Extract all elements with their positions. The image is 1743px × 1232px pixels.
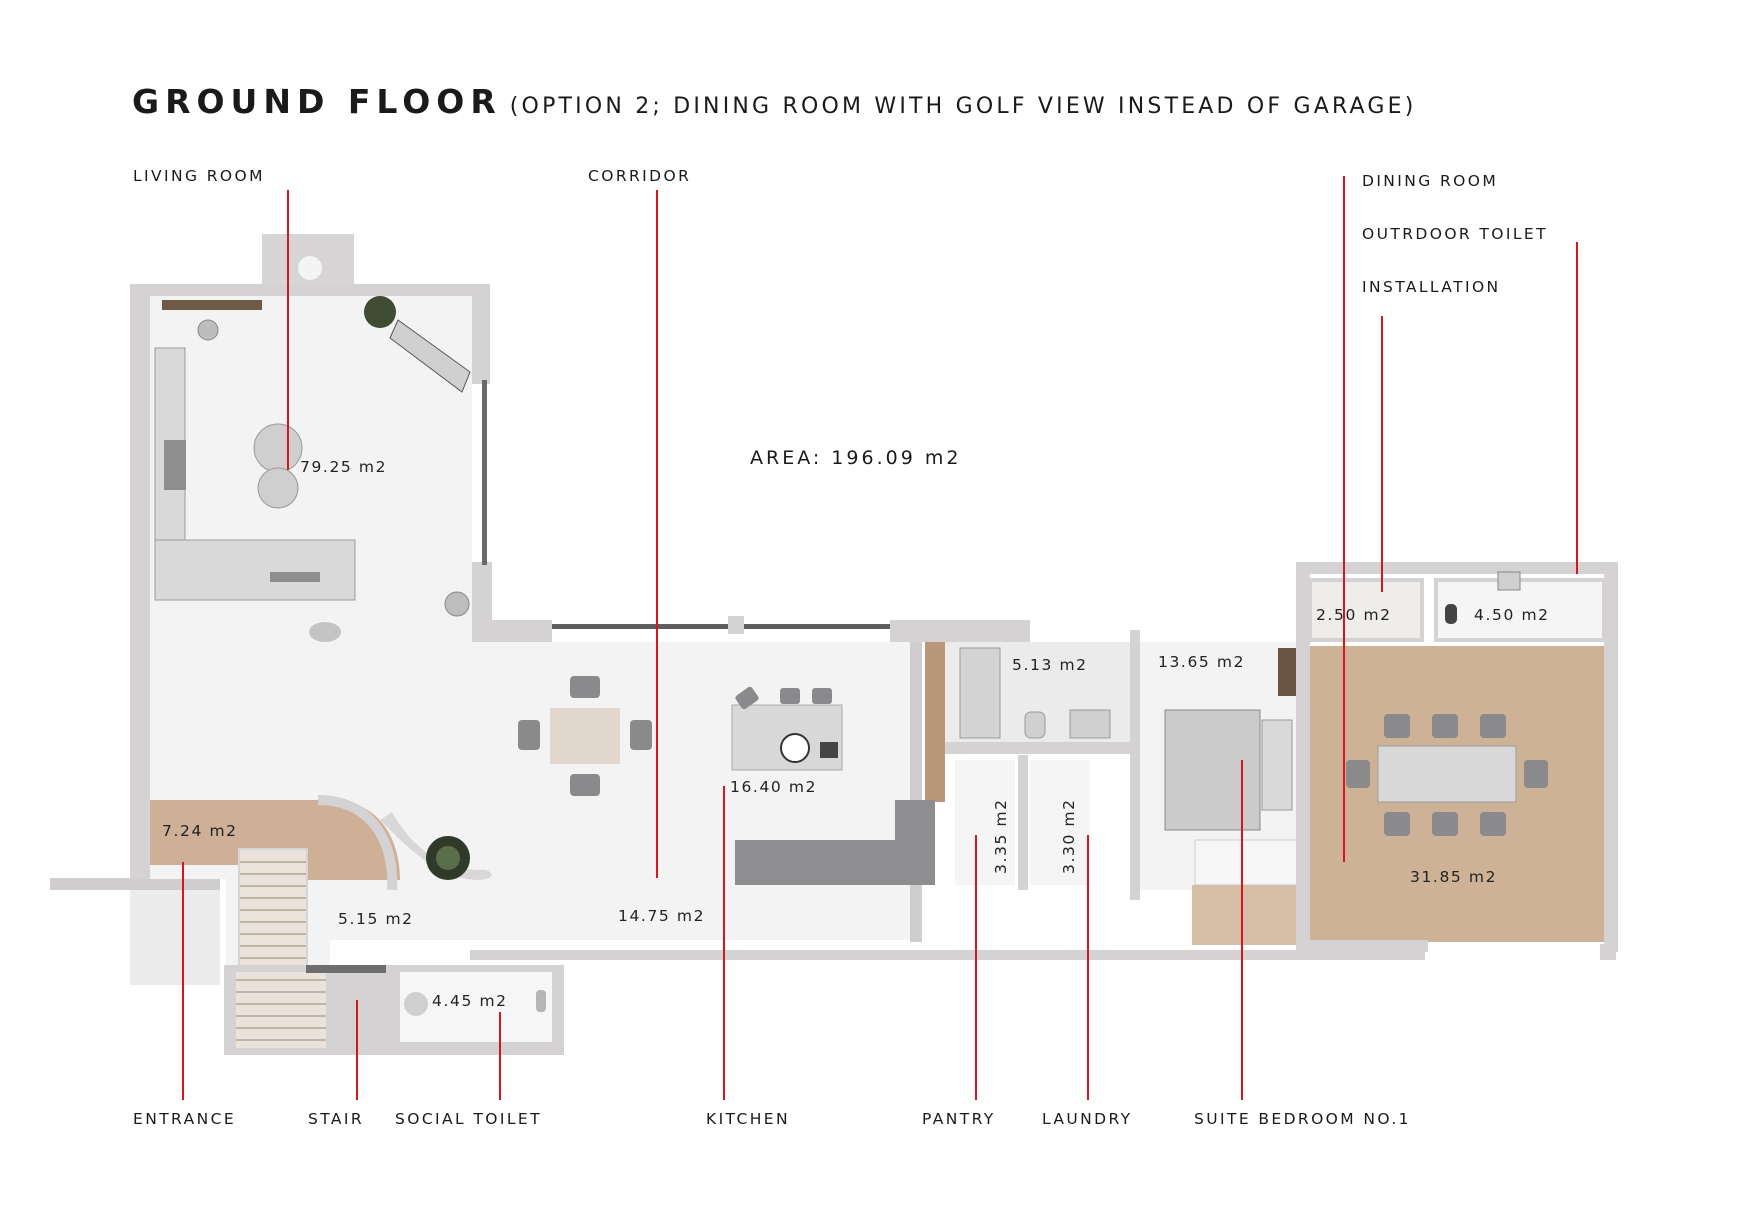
east-wall-south xyxy=(1296,940,1428,952)
living-glazing-east xyxy=(482,380,487,565)
toilet-basin-icon xyxy=(404,992,428,1016)
area-outdoor-toilet: 4.50 m2 xyxy=(1474,606,1550,624)
entrance-step-wall xyxy=(50,878,220,890)
area-kitchen: 16.40 m2 xyxy=(730,778,818,796)
coffee-table xyxy=(253,423,303,473)
area-laundry: 3.30 m2 xyxy=(1060,798,1078,874)
cushion xyxy=(164,440,186,490)
area-bedroom: 13.65 m2 xyxy=(1158,653,1246,671)
label-entrance: ENTRANCE xyxy=(133,1110,237,1128)
kitchen-stools xyxy=(735,686,832,710)
label-kitchen: KITCHEN xyxy=(706,1110,790,1128)
east-wall-west xyxy=(1296,562,1310,952)
wc-icon xyxy=(1024,711,1046,739)
living-wall-east-top xyxy=(472,284,490,384)
title-subtitle: (OPTION 2; DINING ROOM WITH GOLF VIEW IN… xyxy=(509,94,1417,119)
label-suite-bedroom: SUITE BEDROOM NO.1 xyxy=(1194,1110,1411,1128)
label-outdoor-toilet: OUTRDOOR TOILET xyxy=(1362,225,1548,243)
tv-unit xyxy=(162,300,262,310)
label-living-room: LIVING ROOM xyxy=(133,167,265,185)
kitchen-wood-panel xyxy=(925,642,945,802)
leader-lines xyxy=(182,176,1578,1100)
dining-chairs xyxy=(1346,714,1548,836)
hob-icon xyxy=(820,742,838,758)
ottoman xyxy=(309,622,341,642)
bed xyxy=(1164,709,1261,831)
south-wall xyxy=(470,950,1425,960)
living-wall-north xyxy=(130,284,490,296)
entrance-curved-wall xyxy=(317,795,398,891)
east-wall-east xyxy=(1604,562,1618,952)
cushion xyxy=(270,572,320,582)
east-corner-post xyxy=(1600,944,1616,960)
east-wall-north xyxy=(1296,562,1616,574)
label-pantry: PANTRY xyxy=(922,1110,996,1128)
wardrobe xyxy=(1194,839,1301,886)
area-social-toilet: 4.45 m2 xyxy=(432,992,508,1010)
area-corridor: 14.75 m2 xyxy=(618,907,706,925)
total-area: AREA: 196.09 m2 xyxy=(750,447,962,469)
corridor-chairs xyxy=(518,676,652,796)
stair-treads xyxy=(240,850,306,970)
area-living-room: 79.25 m2 xyxy=(300,458,388,476)
sink-icon xyxy=(780,733,810,763)
outdoor-toilet-room xyxy=(1434,578,1606,642)
handrail xyxy=(306,965,386,973)
area-installation: 2.50 m2 xyxy=(1316,606,1392,624)
entrance-wood-floor xyxy=(150,800,400,880)
installation-room xyxy=(1308,578,1424,642)
dining-table xyxy=(1377,745,1517,803)
entrance-porch xyxy=(130,890,220,985)
pillows xyxy=(1261,719,1293,811)
tv-screen xyxy=(389,319,471,393)
lamp-icon xyxy=(197,319,219,341)
label-dining-room: DINING ROOM xyxy=(1362,172,1499,190)
pantry-floor xyxy=(955,760,1015,885)
page-title: GROUND FLOOR (OPTION 2; DINING ROOM WITH … xyxy=(132,82,1417,121)
bedroom-wall-west xyxy=(1130,630,1140,900)
lower-stair-run xyxy=(236,972,326,1048)
desk xyxy=(1278,648,1298,696)
kitchen-counter-side xyxy=(895,800,935,885)
kitchen-wall-east xyxy=(910,642,922,942)
title-main: GROUND FLOOR xyxy=(132,82,502,121)
plant-icon xyxy=(364,296,396,328)
label-stair: STAIR xyxy=(308,1110,365,1128)
living-wall-west xyxy=(130,284,150,879)
mullion xyxy=(728,616,744,634)
laundry-floor xyxy=(1030,760,1090,885)
sofa-bottom xyxy=(154,539,356,601)
label-corridor: CORRIDOR xyxy=(588,167,692,185)
area-dining-room: 31.85 m2 xyxy=(1410,868,1498,886)
area-pantry: 3.35 m2 xyxy=(992,798,1010,874)
chimney-light xyxy=(298,256,322,280)
area-bathroom: 5.13 m2 xyxy=(1012,656,1088,674)
bedroom-wood-step xyxy=(1192,885,1302,945)
bath-wall-south xyxy=(945,742,1135,754)
kitchen-wall-north xyxy=(890,620,1030,642)
outdoor-basin-icon xyxy=(1497,571,1521,591)
toilet-bowl-icon xyxy=(536,990,546,1012)
area-stair-hall: 5.15 m2 xyxy=(338,910,414,928)
corridor-wall-corner xyxy=(472,620,552,642)
area-entrance: 7.24 m2 xyxy=(162,822,238,840)
bathtub xyxy=(959,647,1001,739)
corridor-table xyxy=(550,708,620,764)
lamp-icon xyxy=(444,591,470,617)
outdoor-wc-icon xyxy=(1445,604,1457,624)
label-social-toilet: SOCIAL TOILET xyxy=(395,1110,542,1128)
basin-icon xyxy=(1069,709,1111,739)
label-laundry: LAUNDRY xyxy=(1042,1110,1133,1128)
pantry-laundry-wall xyxy=(1018,755,1028,890)
coffee-table xyxy=(257,467,299,509)
label-installation: INSTALLATION xyxy=(1362,278,1501,296)
